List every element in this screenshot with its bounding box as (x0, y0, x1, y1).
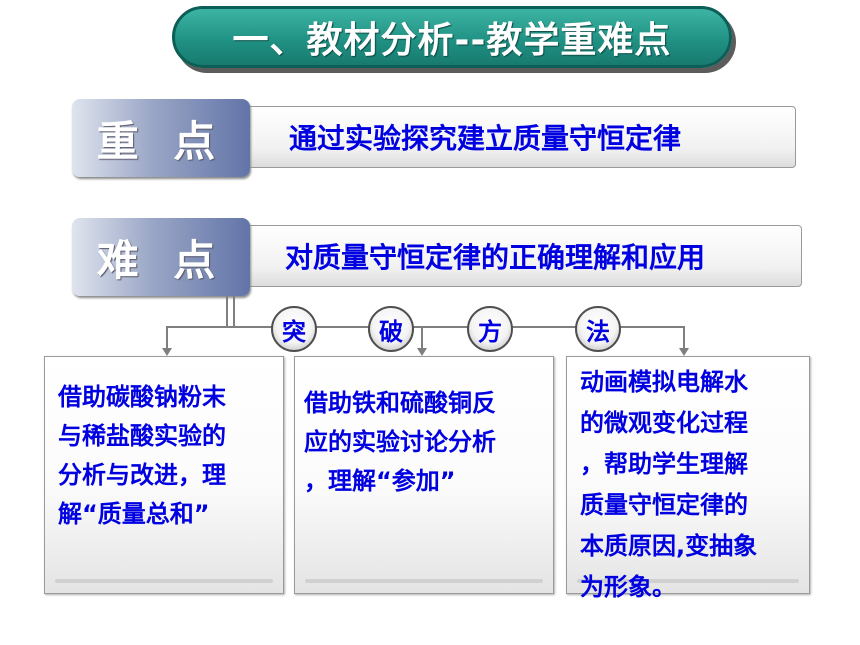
key-point-label: 重 点 (96, 116, 226, 166)
connector-drop-3 (683, 326, 685, 350)
method-text-3: 动画模拟电解水 的微观变化过程 ，帮助学生理解 质量守恒定律的 本质原因,变抽象… (580, 362, 808, 608)
method-card-2 (294, 356, 554, 594)
method-card-1 (44, 356, 284, 594)
card-divider (577, 579, 799, 583)
difficult-point-text: 对质量守恒定律的正确理解和应用 (285, 241, 706, 274)
breakthrough-circle-1: 突 (271, 306, 317, 352)
difficult-point-label-box: 难 点 (72, 218, 250, 296)
method-line: 的微观变化过程 (580, 409, 748, 437)
method-text-1: 借助碳酸钠粉末 与稀盐酸实验的 分析与改进，理 解“质量总和” (58, 378, 280, 534)
method-line: 分析与改进，理 (58, 461, 226, 489)
connector-drop-1 (166, 326, 168, 350)
card-divider (55, 579, 273, 583)
method-line: 借助碳酸钠粉末 (58, 383, 226, 411)
connector-horizontal (166, 326, 685, 328)
connector-drop-2 (421, 326, 423, 350)
breakthrough-char: 方 (478, 317, 502, 346)
breakthrough-char: 法 (586, 317, 610, 346)
method-line: 解“质量总和” (58, 500, 210, 528)
breakthrough-circle-2: 破 (368, 306, 414, 352)
key-point-box: 通过实验探究建立质量守恒定律 (246, 106, 796, 168)
method-line: 借助铁和硫酸铜反 (304, 389, 496, 417)
arrow-down-icon (679, 348, 689, 356)
method-line: 动画模拟电解水 (580, 368, 748, 396)
method-line: 为形象。 (580, 573, 676, 601)
card-divider (305, 579, 543, 583)
method-text-2: 借助铁和硫酸铜反 应的实验讨论分析 ，理解“参加” (304, 384, 550, 501)
breakthrough-char: 破 (379, 317, 403, 346)
breakthrough-circle-4: 法 (575, 306, 621, 352)
method-line: ，理解“参加” (304, 467, 456, 495)
key-point-label-box: 重 点 (72, 99, 250, 177)
slide-title: 一、教材分析--教学重难点 (232, 20, 672, 61)
method-line: 与稀盐酸实验的 (58, 422, 226, 450)
connector-vertical-right (233, 296, 235, 326)
method-line: 本质原因,变抽象 (580, 532, 758, 560)
method-line: 应的实验讨论分析 (304, 428, 496, 456)
breakthrough-char: 突 (282, 317, 306, 346)
connector-vertical-left (226, 296, 228, 326)
key-point-text: 通过实验探究建立质量守恒定律 (289, 122, 682, 155)
arrow-down-icon (417, 348, 427, 356)
method-card-3 (566, 356, 810, 594)
difficult-point-label: 难 点 (96, 235, 226, 285)
difficult-point-box: 对质量守恒定律的正确理解和应用 (246, 225, 802, 287)
arrow-down-icon (162, 348, 172, 356)
method-line: 质量守恒定律的 (580, 491, 748, 519)
title-banner: 一、教材分析--教学重难点 (172, 6, 732, 68)
method-line: ，帮助学生理解 (580, 450, 748, 478)
breakthrough-circle-3: 方 (467, 306, 513, 352)
